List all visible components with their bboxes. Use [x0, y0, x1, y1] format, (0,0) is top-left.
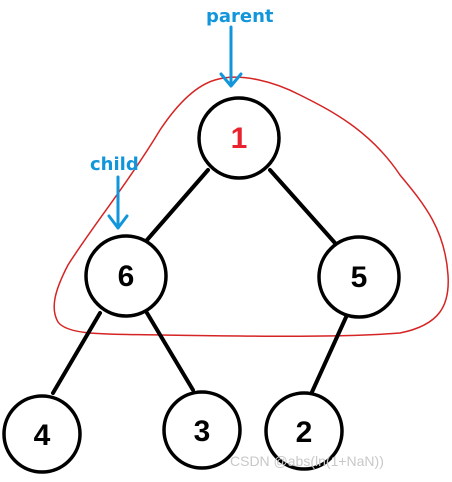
node-right-child-label: 5 [351, 261, 368, 294]
child-label: child [90, 154, 139, 175]
node-left-right-label: 3 [194, 415, 211, 448]
child-arrow-icon [107, 175, 129, 230]
node-left-child-label: 6 [118, 260, 135, 293]
node-right-left-label: 2 [296, 416, 313, 449]
node-root: 1 [197, 96, 281, 180]
tree-nodes: 1 6 5 4 3 2 [2, 96, 401, 474]
edge-right-rightleft [310, 313, 349, 394]
edge-left-leftright [145, 311, 195, 392]
node-right-left: 2 [264, 391, 344, 471]
node-left-left: 4 [2, 394, 82, 474]
node-left-right: 3 [162, 390, 242, 470]
parent-arrow-icon [219, 25, 243, 88]
node-left-child: 6 [84, 234, 168, 318]
subtree-highlight-outline [53, 76, 449, 337]
parent-label: parent [206, 6, 274, 27]
edge-left-leftleft [51, 311, 102, 395]
parent-annotation: parent [206, 6, 274, 88]
tree-edges [51, 168, 349, 395]
child-annotation: child [90, 154, 139, 230]
watermark: CSDN @abs(ln(1+NaN)) [230, 453, 384, 469]
edge-root-right [268, 168, 337, 245]
edge-root-left [145, 168, 210, 242]
node-right-child: 5 [317, 235, 401, 319]
node-left-left-label: 4 [34, 419, 51, 452]
node-root-label: 1 [231, 122, 248, 155]
